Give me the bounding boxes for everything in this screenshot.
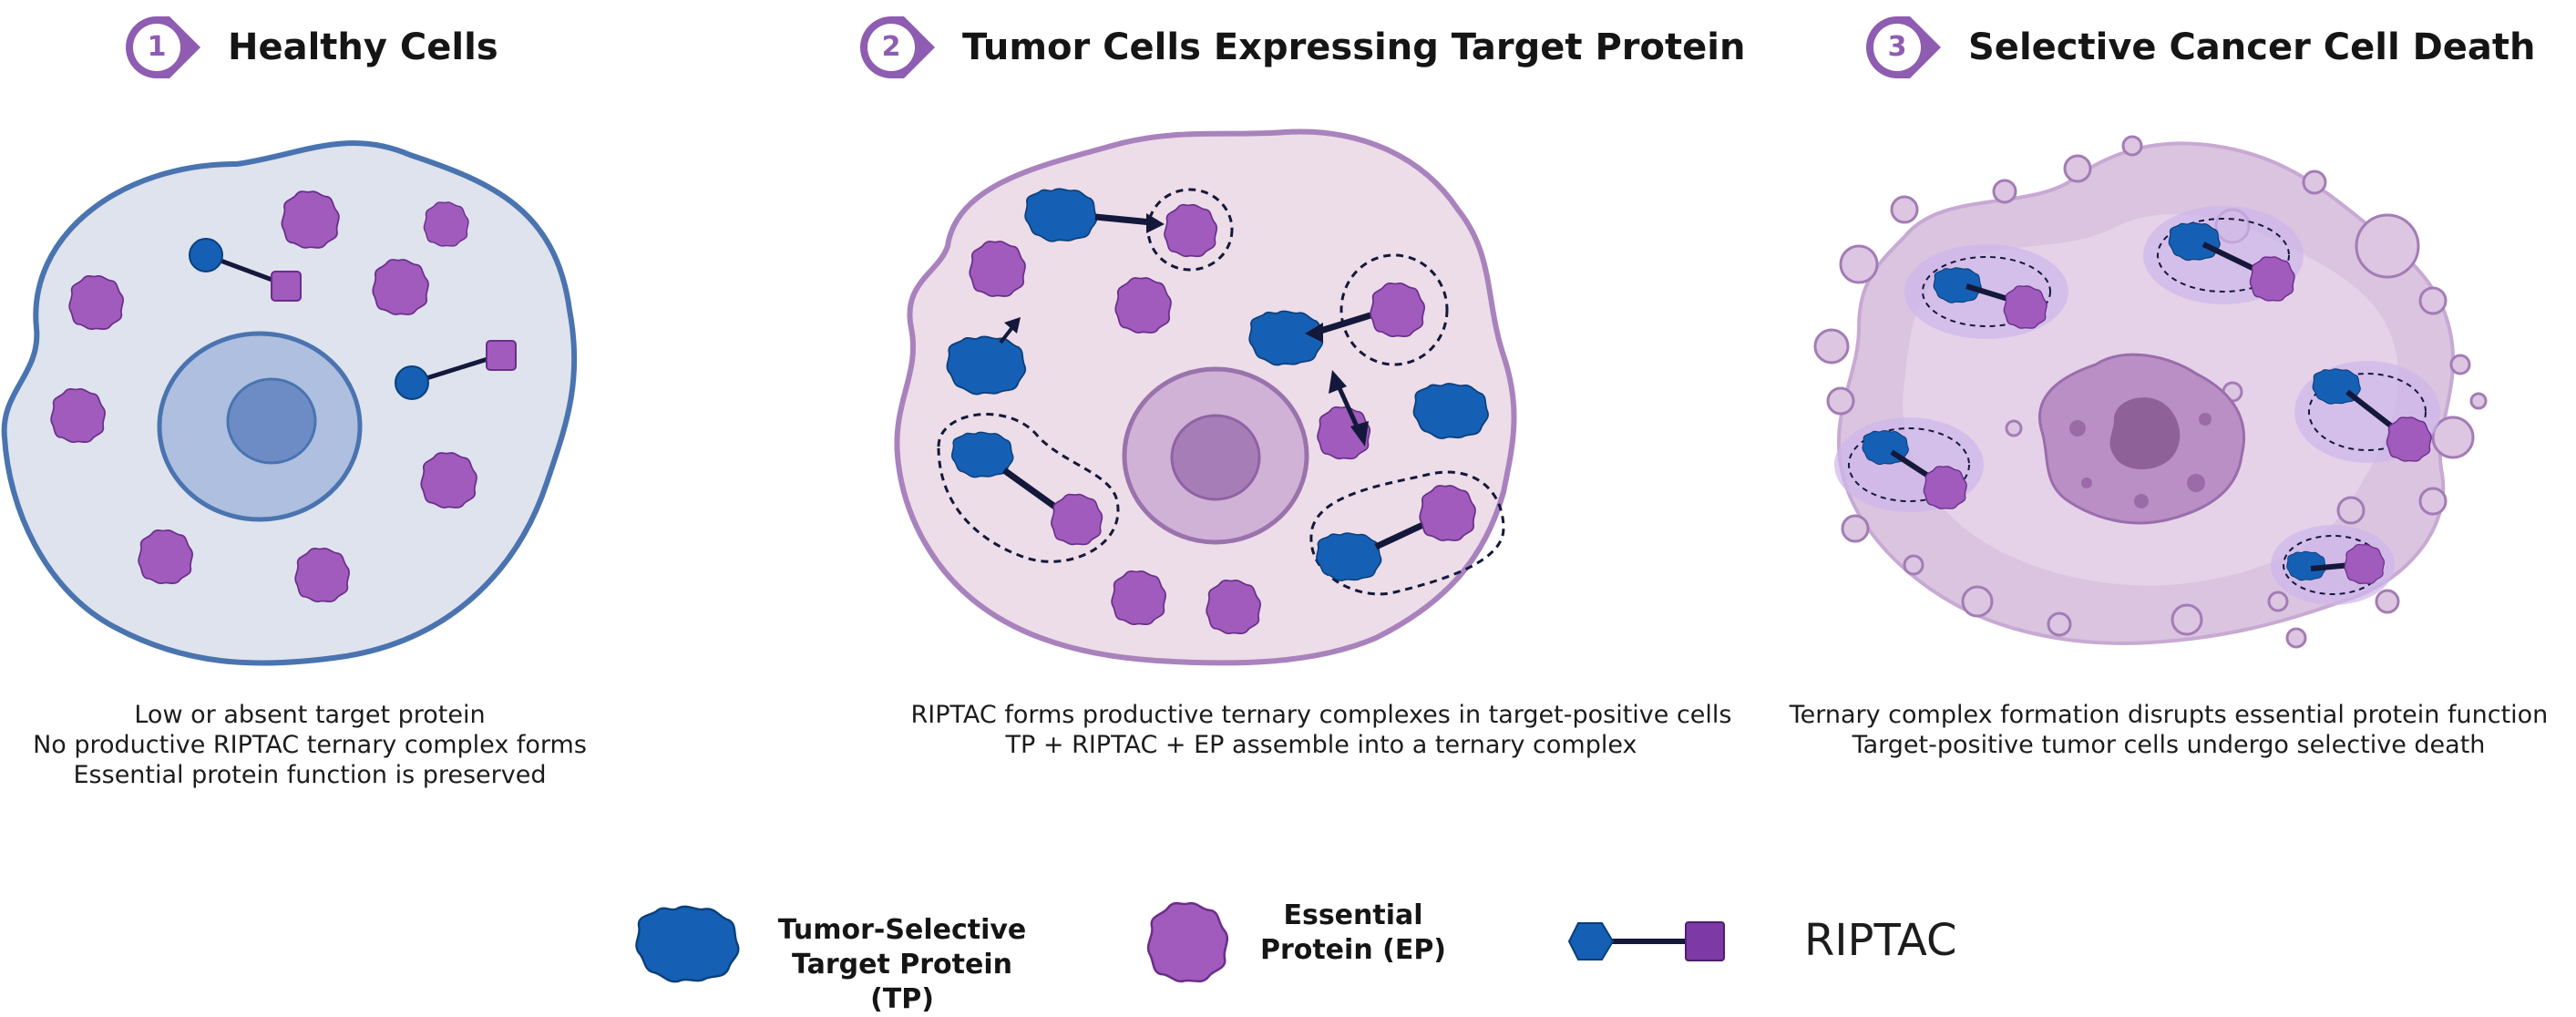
dying-cell — [1813, 135, 2488, 649]
panel-tumor-cells: 2 Tumor Cells Expressing Target Protein — [857, 0, 1745, 820]
panel-caption: Low or absent target protein No producti… — [9, 700, 611, 790]
double-arrow-icon — [1329, 370, 1369, 447]
essential-protein — [68, 274, 124, 331]
essential-protein — [1111, 570, 1166, 626]
ternary-complex — [1904, 244, 2068, 339]
chromatin-fragments — [2069, 413, 2212, 508]
ternary-complex — [2271, 525, 2395, 605]
caption-line: Low or absent target protein — [134, 701, 486, 729]
panel-header: 1 Healthy Cells — [122, 13, 498, 82]
essential-protein — [969, 241, 1026, 297]
step-badge-shape — [126, 16, 200, 78]
step-number: 2 — [881, 31, 901, 63]
nucleolus — [1170, 414, 1261, 501]
panel-header: 2 Tumor Cells Expressing Target Protein — [857, 13, 1745, 82]
ternary-complex — [1309, 470, 1505, 596]
caption-line: Essential protein function is preserved — [73, 761, 547, 789]
legend-tp-label: Tumor-Selective Target Protein (TP) — [765, 913, 1039, 1017]
legend-ep-line: Essential — [1283, 899, 1423, 931]
target-protein — [946, 335, 1027, 396]
legend-tp-line: Tumor-Selective — [777, 914, 1027, 946]
legend-ep-line: Protein (EP) — [1259, 934, 1447, 966]
target-protein — [1412, 383, 1489, 439]
step-badge: 2 — [857, 13, 937, 82]
legend: Tumor-Selective Target Protein (TP) Esse… — [620, 886, 2005, 1015]
ternary-complex — [2143, 206, 2304, 304]
panel-header: 3 Selective Cancer Cell Death — [1863, 13, 2536, 82]
step-badge: 3 — [1863, 13, 1943, 82]
caption-line: Ternary complex formation disrupts essen… — [1789, 701, 2549, 729]
step-number: 3 — [1887, 31, 1907, 63]
tumor-cell — [894, 128, 1517, 666]
healthy-cell — [1, 140, 578, 666]
panel-healthy-cells: 1 Healthy Cells Low or absent target pro… — [0, 0, 638, 820]
binding-complex — [1248, 253, 1449, 366]
panel-title: Healthy Cells — [228, 26, 498, 68]
essential-protein — [281, 190, 340, 249]
caption-line: Target-positive tumor cells undergo sele… — [1852, 731, 2486, 759]
legend-tp-line: Target Protein (TP) — [792, 949, 1012, 1015]
essential-protein — [420, 452, 477, 508]
essential-protein — [1114, 277, 1172, 334]
essential-protein — [423, 201, 469, 247]
nucleolus — [226, 377, 317, 465]
caption-line: No productive RIPTAC ternary complex for… — [33, 731, 587, 759]
panel-caption: Ternary complex formation disrupts essen… — [1777, 700, 2561, 760]
arrow-icon — [999, 317, 1021, 344]
legend-riptac-icon — [1567, 921, 1725, 961]
legend-ep-icon — [1146, 901, 1229, 983]
panel-caption: RIPTAC forms productive ternary complexe… — [857, 700, 1786, 760]
nucleolus — [2109, 397, 2181, 469]
essential-protein — [294, 547, 350, 603]
caption-line: RIPTAC forms productive ternary complexe… — [910, 701, 1732, 729]
caption-line: TP + RIPTAC + EP assemble into a ternary… — [1005, 731, 1637, 759]
step-badge: 1 — [122, 13, 202, 82]
legend-tp-icon — [635, 905, 740, 983]
step-badge-shape — [860, 16, 935, 78]
essential-protein — [138, 529, 193, 585]
step-badge-shape — [1866, 16, 1941, 78]
essential-protein — [1206, 579, 1261, 635]
step-number: 1 — [147, 31, 167, 63]
panel-cell-death: 3 Selective Cancer Cell Death — [1786, 0, 2576, 820]
binding-complex — [1024, 188, 1234, 272]
essential-protein — [50, 387, 106, 444]
riptac-molecule — [189, 238, 302, 302]
panel-title: Selective Cancer Cell Death — [1968, 26, 2536, 68]
riptac-molecule — [395, 340, 517, 400]
ternary-complex — [1834, 417, 1984, 512]
panel-title: Tumor Cells Expressing Target Protein — [962, 26, 1746, 68]
legend-ep-label: Essential Protein (EP) — [1248, 899, 1458, 968]
legend-riptac-label: RIPTAC — [1804, 915, 1957, 966]
essential-protein — [372, 259, 429, 315]
ternary-complex — [937, 413, 1120, 563]
ternary-complex — [2294, 361, 2440, 463]
